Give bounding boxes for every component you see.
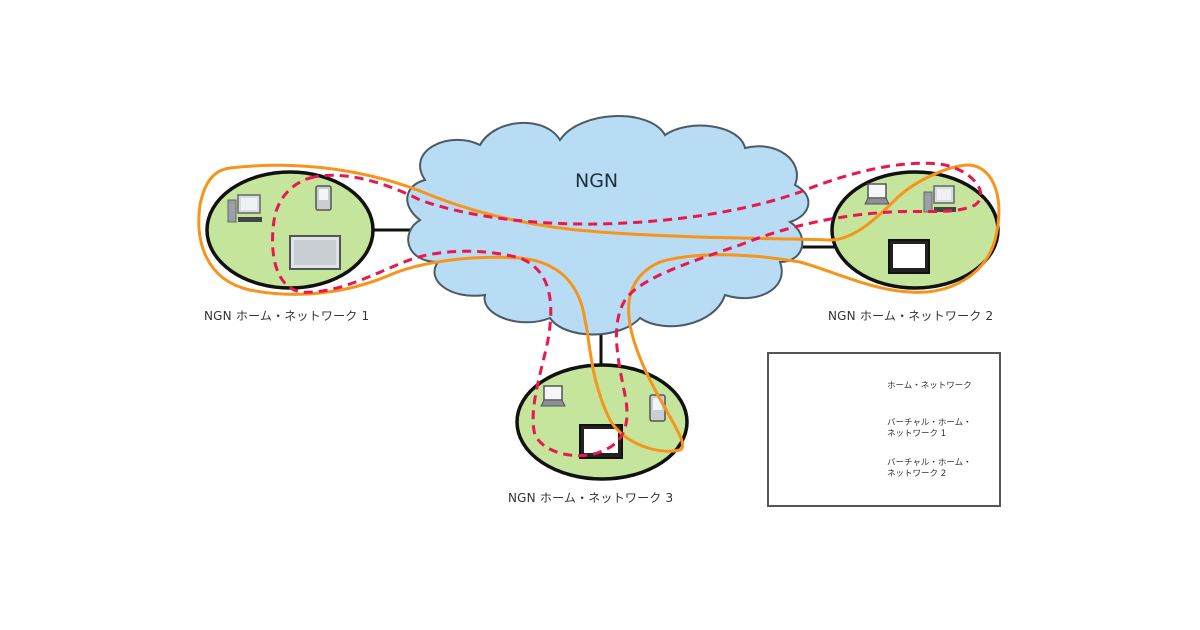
ngn-cloud: [406, 115, 810, 336]
legend-item-home-network: ホーム・ネットワーク: [887, 381, 972, 391]
legend: ホーム・ネットワーク バーチャル・ホーム・ ネットワーク 1 バーチャル・ホーム…: [767, 352, 1001, 507]
legend-item-vhn1: バーチャル・ホーム・ ネットワーク 1: [887, 418, 972, 439]
legend-item-vhn2: バーチャル・ホーム・ ネットワーク 2: [887, 458, 972, 479]
ngn-cloud-label: NGN: [575, 170, 619, 192]
desktop-pc-icon: [227, 194, 262, 223]
home-network-1-label: NGN ホーム・ネットワーク 1: [204, 309, 370, 323]
home-network-1: [205, 170, 375, 290]
pda-icon: [315, 185, 332, 211]
virtual-home-network-2-path: [271, 161, 983, 458]
laptop-icon: [540, 385, 566, 407]
tv-icon: [888, 239, 930, 274]
home-network-2-label: NGN ホーム・ネットワーク 2: [828, 309, 994, 323]
flat-tv-icon: [289, 235, 341, 270]
laptop-icon: [864, 183, 890, 205]
home-network-3-label: NGN ホーム・ネットワーク 3: [508, 491, 674, 505]
virtual-home-network-1-path: [197, 163, 1001, 453]
pda-icon: [649, 394, 666, 422]
home-network-3: [515, 363, 689, 481]
